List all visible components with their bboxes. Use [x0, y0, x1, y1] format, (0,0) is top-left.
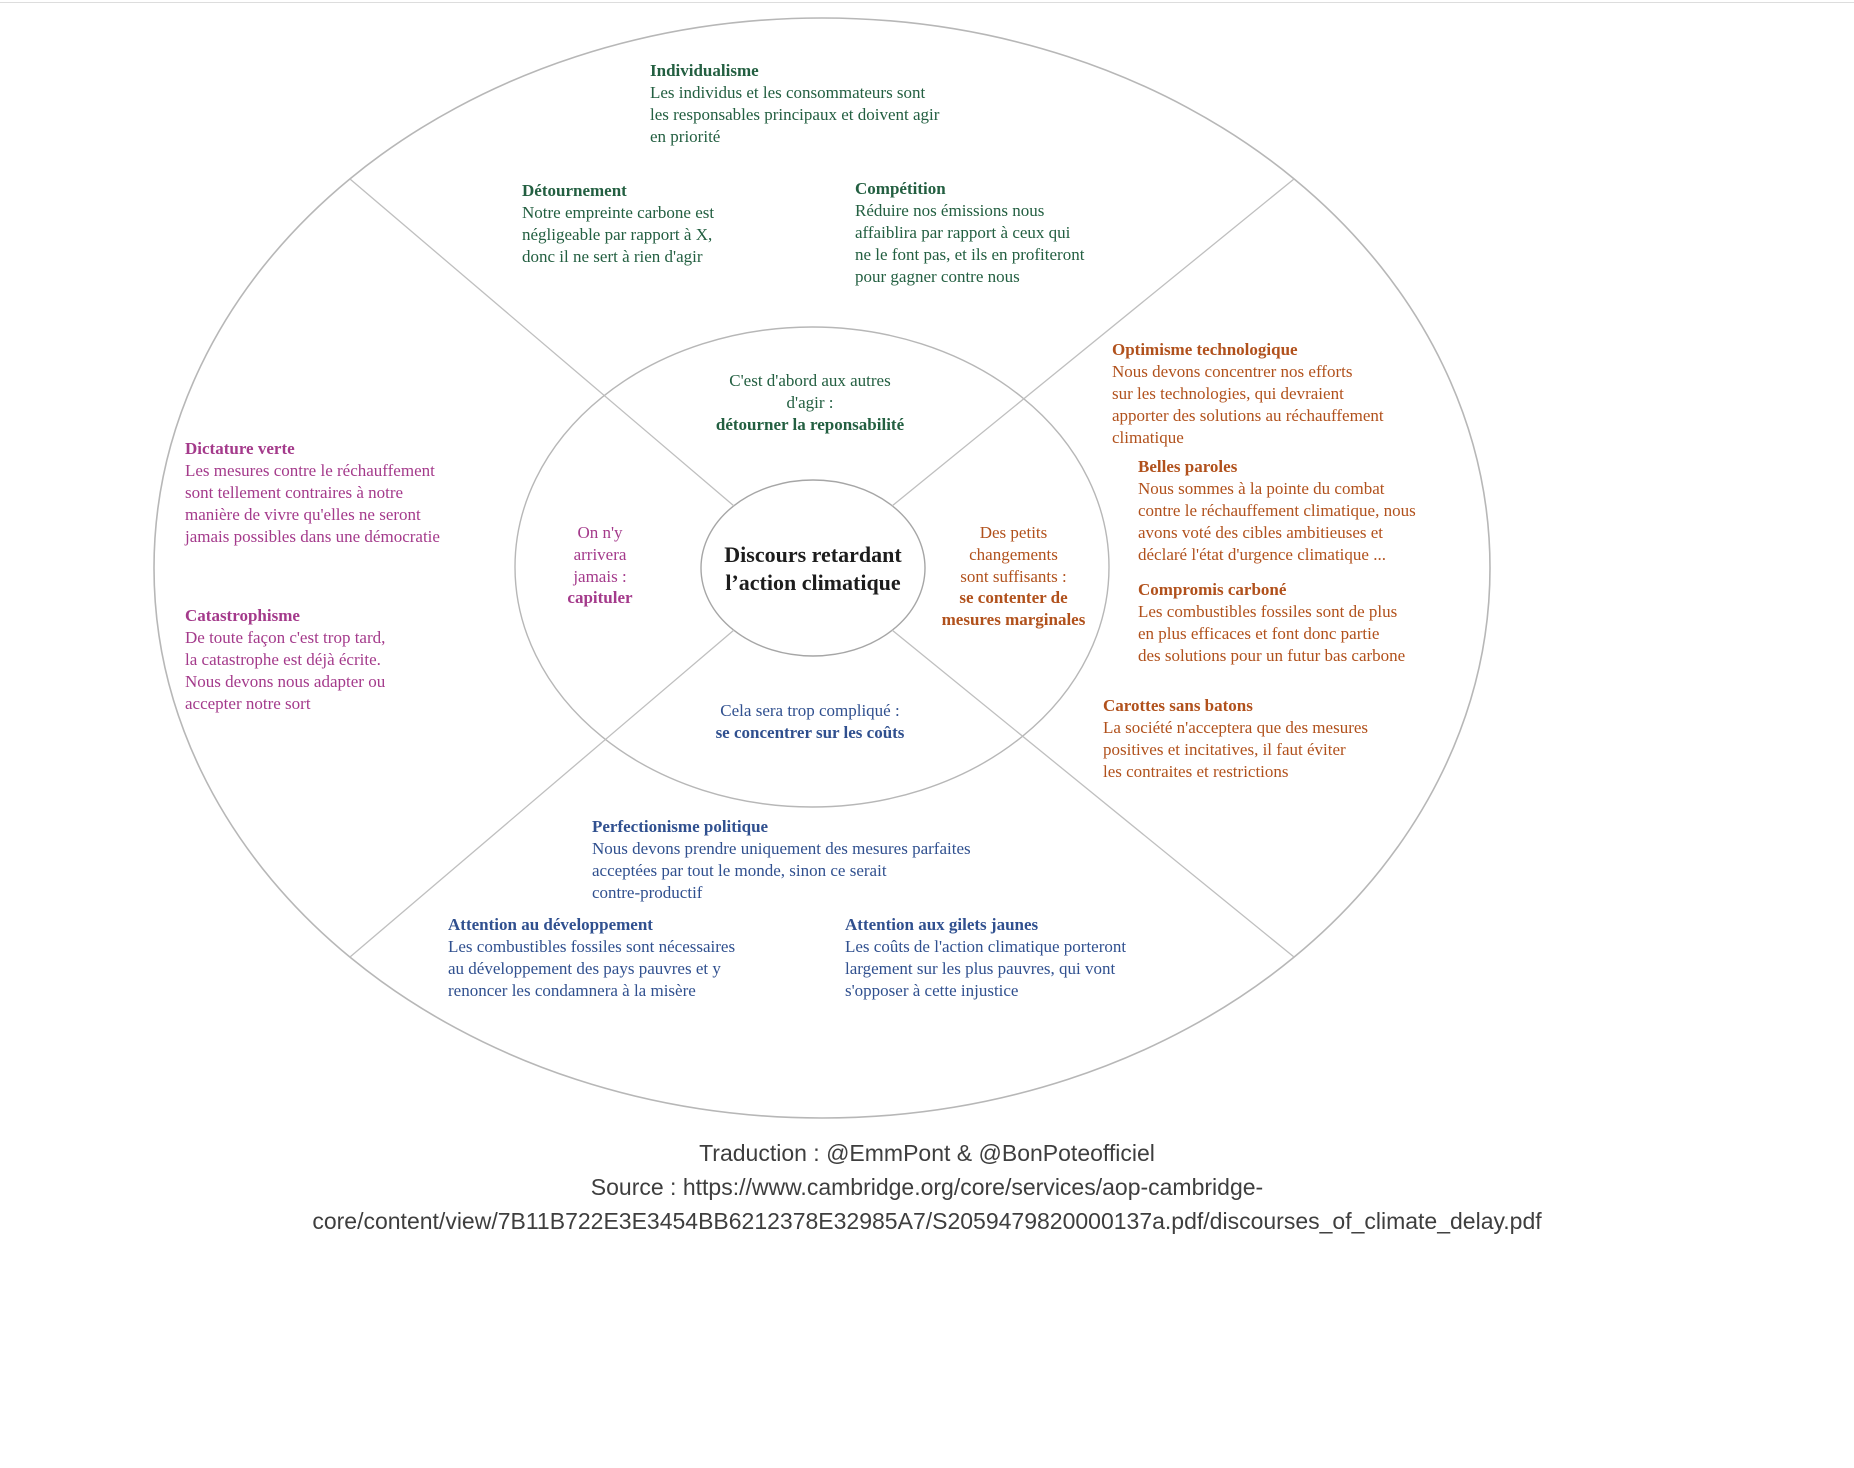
center-ring — [700, 479, 926, 657]
middle-ring — [514, 326, 1110, 808]
item-title: Carottes sans batons — [1103, 696, 1253, 715]
item-title: Attention au développement — [448, 915, 653, 934]
item-title: Compétition — [855, 179, 946, 198]
strategy-left-action: capituler — [567, 588, 633, 608]
item-detournement: Détournement Notre empreinte carbone est… — [522, 180, 714, 268]
item-title: Optimisme technologique — [1112, 340, 1298, 359]
divider-down-right — [891, 629, 1295, 958]
item-attention-developpement: Attention au développement Les combustib… — [448, 914, 735, 1002]
item-individualisme: Individualisme Les individus et les cons… — [650, 60, 939, 148]
divider-up-right — [891, 178, 1295, 507]
item-body: Réduire nos émissions nous affaiblira pa… — [855, 201, 1085, 287]
item-title: Dictature verte — [185, 439, 295, 458]
strategy-left: On n'y arrivera jamais : capituler — [540, 522, 660, 609]
item-belles-paroles: Belles paroles Nous sommes à la pointe d… — [1138, 456, 1416, 566]
diagram-rings — [153, 17, 1491, 1119]
item-attention-gilets-jaunes: Attention aux gilets jaunes Les coûts de… — [845, 914, 1126, 1002]
item-title: Détournement — [522, 181, 627, 200]
footer-source-line-1: Source : https://www.cambridge.org/core/… — [590, 1174, 1264, 1200]
strategy-bottom-intro: Cela sera trop compliqué : — [720, 701, 900, 720]
outer-ring — [153, 17, 1491, 1119]
footer-translation-credit: Traduction : @EmmPont & @BonPoteofficiel — [699, 1140, 1155, 1166]
strategy-right: Des petits changements sont suffisants :… — [926, 522, 1101, 631]
item-body: Les combustibles fossiles sont de plus e… — [1138, 602, 1406, 666]
strategy-right-intro: Des petits changements sont suffisants : — [960, 523, 1067, 586]
strategy-bottom-action: se concentrer sur les coûts — [715, 722, 905, 742]
item-body: Les individus et les consommateurs sont … — [650, 83, 940, 147]
strategy-top-intro: C'est d'abord aux autres d'agir : — [729, 371, 891, 412]
item-title: Perfectionisme politique — [592, 817, 769, 836]
item-body: Les mesures contre le réchauffement sont… — [185, 461, 440, 547]
item-competition: Compétition Réduire nos émissions nous a… — [855, 178, 1084, 288]
footer-source-line-2: core/content/view/7B11B722E3E3454BB62123… — [312, 1208, 1542, 1234]
item-body: Les coûts de l'action climatique portero… — [845, 937, 1127, 1001]
item-body: Nous devons concentrer nos efforts sur l… — [1112, 362, 1384, 448]
item-body: Nous sommes à la pointe du combat contre… — [1138, 479, 1416, 565]
item-optimisme-technologique: Optimisme technologique Nous devons conc… — [1112, 339, 1384, 449]
top-divider — [0, 2, 1854, 3]
item-title: Individualisme — [650, 61, 759, 80]
item-dictature-verte: Dictature verte Les mesures contre le ré… — [185, 438, 440, 548]
item-body: De toute façon c'est trop tard, la catas… — [185, 628, 386, 714]
item-title: Catastrophisme — [185, 606, 300, 625]
strategy-top: C'est d'abord aux autres d'agir : détour… — [645, 370, 975, 435]
climate-delay-diagram: Discours retardant l’action climatique C… — [153, 17, 1491, 1119]
item-carottes-sans-batons: Carottes sans batons La société n'accept… — [1103, 695, 1368, 783]
item-body: La société n'acceptera que des mesures p… — [1103, 718, 1369, 782]
diagram-center-title: Discours retardant l’action climatique — [724, 542, 902, 595]
item-perfectionisme-politique: Perfectionisme politique Nous devons pre… — [592, 816, 971, 904]
item-catastrophisme: Catastrophisme De toute façon c'est trop… — [185, 605, 385, 715]
item-body: Nous devons prendre uniquement des mesur… — [592, 839, 971, 903]
item-title: Compromis carboné — [1138, 580, 1287, 599]
strategy-left-intro: On n'y arrivera jamais : — [573, 523, 627, 586]
footer: Traduction : @EmmPont & @BonPoteofficiel… — [0, 1136, 1854, 1238]
divider-up-left — [349, 178, 735, 507]
strategy-right-action: se contenter de mesures marginales — [941, 588, 1086, 629]
item-title: Attention aux gilets jaunes — [845, 915, 1039, 934]
item-body: Les combustibles fossiles sont nécessair… — [448, 937, 736, 1001]
item-compromis-carbone: Compromis carboné Les combustibles fossi… — [1138, 579, 1405, 667]
item-body: Notre empreinte carbone est négligeable … — [522, 203, 715, 267]
strategy-top-action: détourner la reponsabilité — [715, 414, 905, 434]
item-title: Belles paroles — [1138, 457, 1238, 476]
strategy-bottom: Cela sera trop compliqué : se concentrer… — [645, 700, 975, 744]
divider-down-left — [349, 629, 735, 958]
